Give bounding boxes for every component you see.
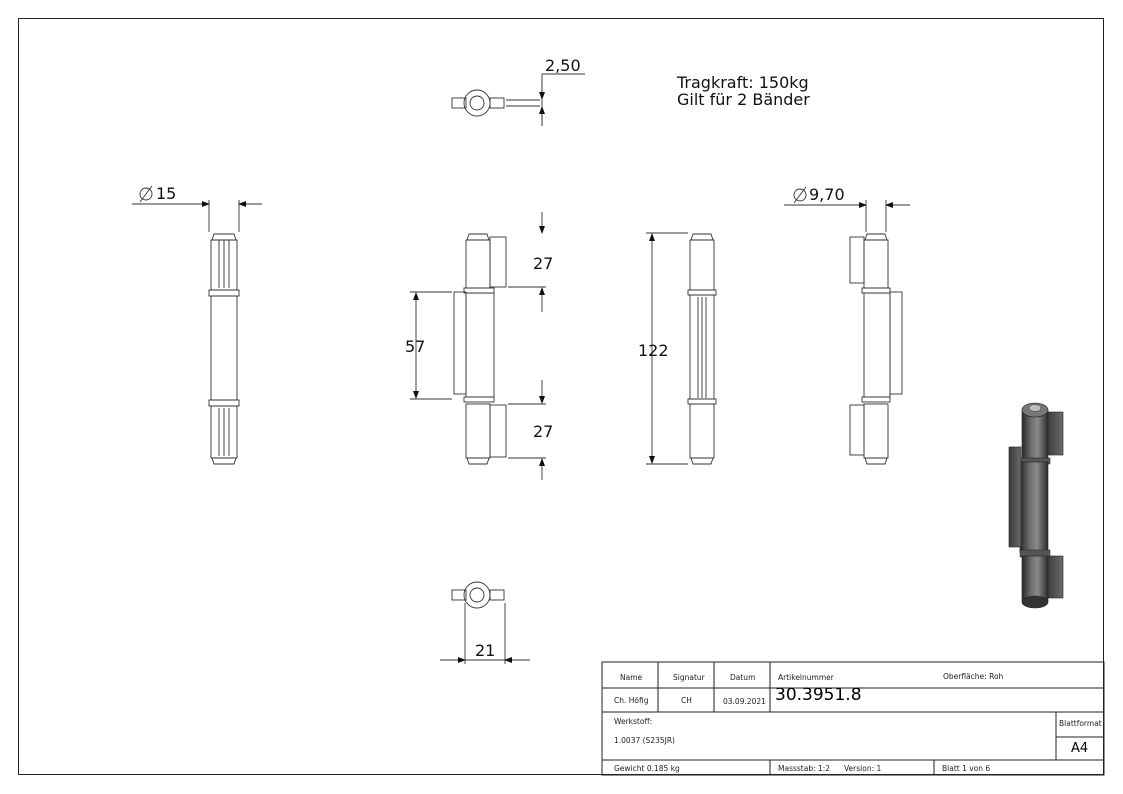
side-view-pin: [208, 233, 240, 465]
tb-name: Ch. Höfig: [614, 696, 649, 705]
tb-signatur: CH: [681, 696, 692, 705]
tb-artikel-label: Artikelnummer: [778, 673, 834, 682]
tb-werkstoff: 1.0037 (S235JR): [614, 736, 675, 745]
tb-datum-label: Datum: [730, 673, 756, 682]
tb-gewicht: Gewicht 0.185 kg: [614, 764, 680, 773]
tb-artikelnummer: 30.3951.8: [775, 685, 862, 705]
front-view-hinge-2: [687, 233, 717, 465]
tb-signatur-label: Signatur: [673, 673, 705, 682]
side-view-hinge-right: [849, 233, 903, 465]
dim-inner-diameter: 9,70: [809, 185, 845, 204]
title-block: Name Signatur Datum Artikelnummer Oberfl…: [602, 662, 1104, 775]
tb-version: Version: 1: [844, 764, 882, 773]
tb-datum: 03.09.2021: [723, 697, 766, 706]
bottom-view-hinge: [451, 581, 505, 609]
tb-blattformat-label: Blattformat: [1059, 719, 1102, 728]
tb-name-label: Name: [620, 673, 643, 682]
tb-oberflaeche: Oberfläche: Roh: [943, 672, 1004, 681]
dim-middle-segment: 57: [405, 337, 426, 356]
dim-pin-diameter: 15: [156, 184, 177, 203]
note-load-capacity: Tragkraft: 150kg: [677, 73, 809, 92]
top-view-hinge: [451, 89, 540, 117]
dim-bottom-width: 21: [475, 641, 496, 660]
tb-blatt: Blatt 1 von 6: [942, 764, 991, 773]
note-applies-to: Gilt für 2 Bänder: [677, 90, 810, 109]
tb-werkstoff-label: Werkstoff:: [614, 717, 653, 726]
dim-bottom-segment: 27: [533, 422, 554, 441]
dim-total-length: 122: [638, 341, 669, 360]
drawing-frame: [18, 18, 1104, 775]
tb-massstab: Massstab: 1:2: [778, 764, 831, 773]
title-block-lines: [601, 661, 1105, 776]
front-view-hinge: [453, 233, 507, 465]
dim-top-segment: 27: [533, 254, 554, 273]
isometric-3d-view: [1008, 402, 1064, 609]
dim-wall-thickness: 2,50: [545, 56, 581, 75]
tb-blattformat: A4: [1071, 741, 1089, 756]
